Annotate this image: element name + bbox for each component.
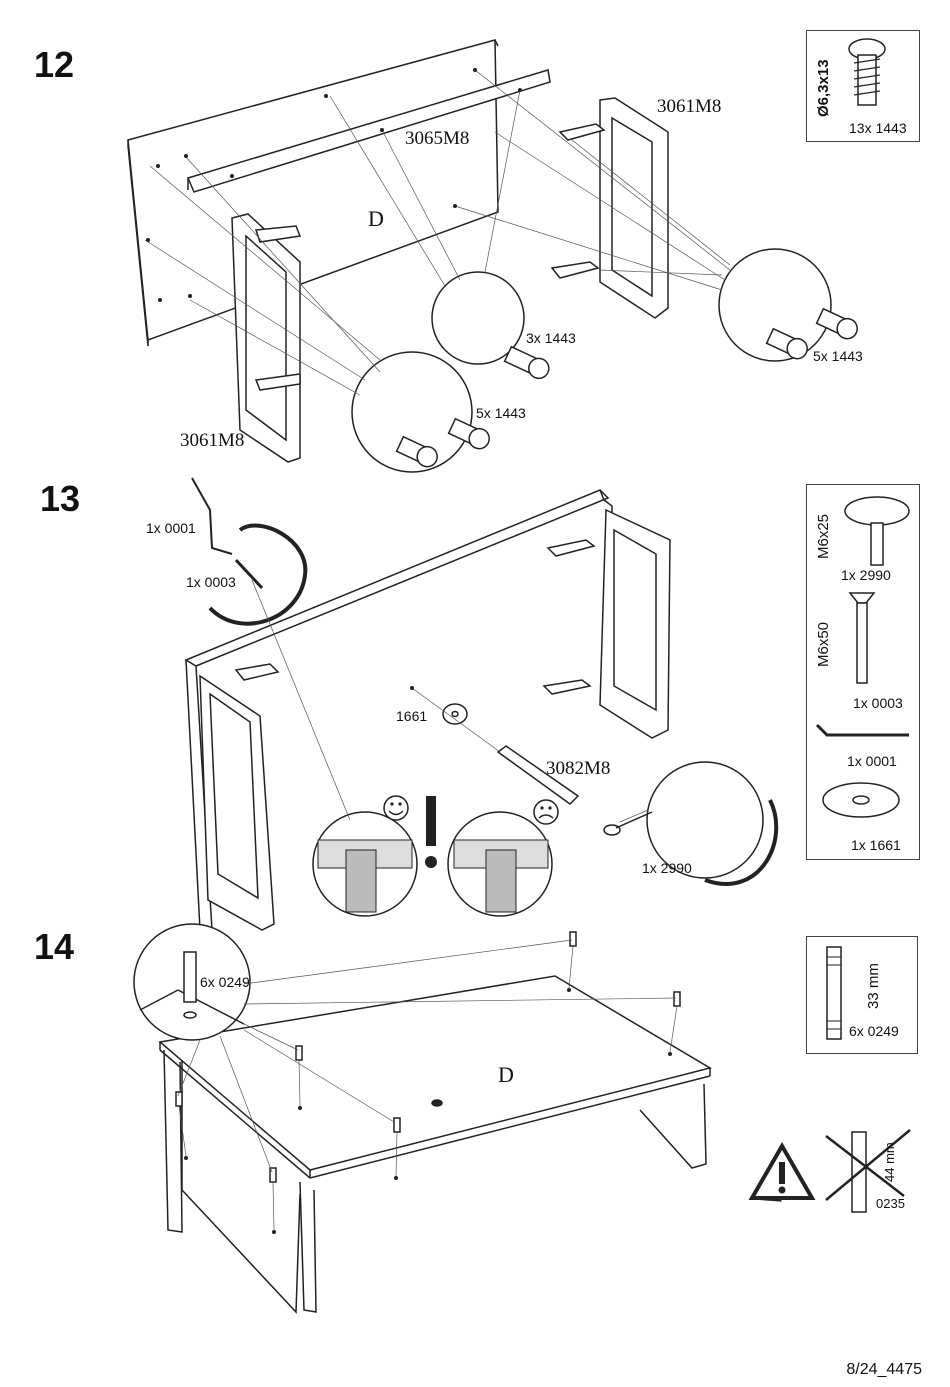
bolt-icon (848, 592, 876, 684)
dowel-qty: 6x 0249 (849, 1023, 899, 1039)
key-qty: 1x 0001 (847, 753, 897, 769)
rod-label: 3082M8 (546, 758, 611, 779)
hardware-box-step13: M6x25 1x 2990 M6x50 1x 0003 1x 0001 1x 1… (806, 484, 920, 860)
warning-dowel-code: 0235 (876, 1196, 905, 1211)
key-icon (815, 723, 909, 737)
step-14-illustration (133, 923, 911, 1314)
step-12-illustration (127, 39, 858, 473)
step-13-illustration (184, 477, 779, 931)
warning-dowel-dimension: 44 mm (882, 1142, 897, 1182)
callout-qty: 3x 1443 (526, 330, 576, 346)
step-number-12: 12 (34, 44, 75, 85)
step-number-14: 14 (34, 926, 75, 967)
foot-screw-icon (844, 496, 910, 566)
dowel-icon (826, 946, 842, 1040)
washer-qty: 1x 1661 (851, 837, 901, 853)
leg-left-label: 3061M8 (180, 430, 245, 451)
leg-right-label: 3061M8 (657, 96, 722, 117)
callout-qty: 5x 1443 (476, 405, 526, 421)
bolt-dimension: M6x50 (815, 621, 832, 667)
dowel-callout-qty: 6x 0249 (200, 974, 250, 990)
bolt-label: 1x 0003 (186, 574, 236, 590)
foot-qty: 1x 2990 (841, 567, 891, 583)
crossbar-label: 3065M8 (405, 128, 470, 149)
bolt-qty: 1x 0003 (853, 695, 903, 711)
page-footer: 8/24_4475 (846, 1361, 922, 1378)
hardware-box-step12: Ø6,3x13 13x 1443 (806, 30, 920, 142)
foot-label: 1x 2990 (642, 860, 692, 876)
panel-label: D (368, 206, 384, 231)
callout-qty: 5x 1443 (813, 348, 863, 364)
washer-label: 1661 (396, 708, 428, 724)
panel-label: D (498, 1062, 514, 1087)
foot-dimension: M6x25 (815, 513, 832, 559)
screw-qty: 13x 1443 (849, 120, 907, 136)
step-number-13: 13 (40, 478, 81, 519)
washer-icon (822, 782, 900, 818)
dowel-dimension: 33 mm (865, 963, 882, 1009)
screw-icon (848, 38, 886, 106)
hardware-box-step14: 33 mm 6x 0249 (806, 936, 918, 1054)
key-label: 1x 0001 (146, 520, 196, 536)
